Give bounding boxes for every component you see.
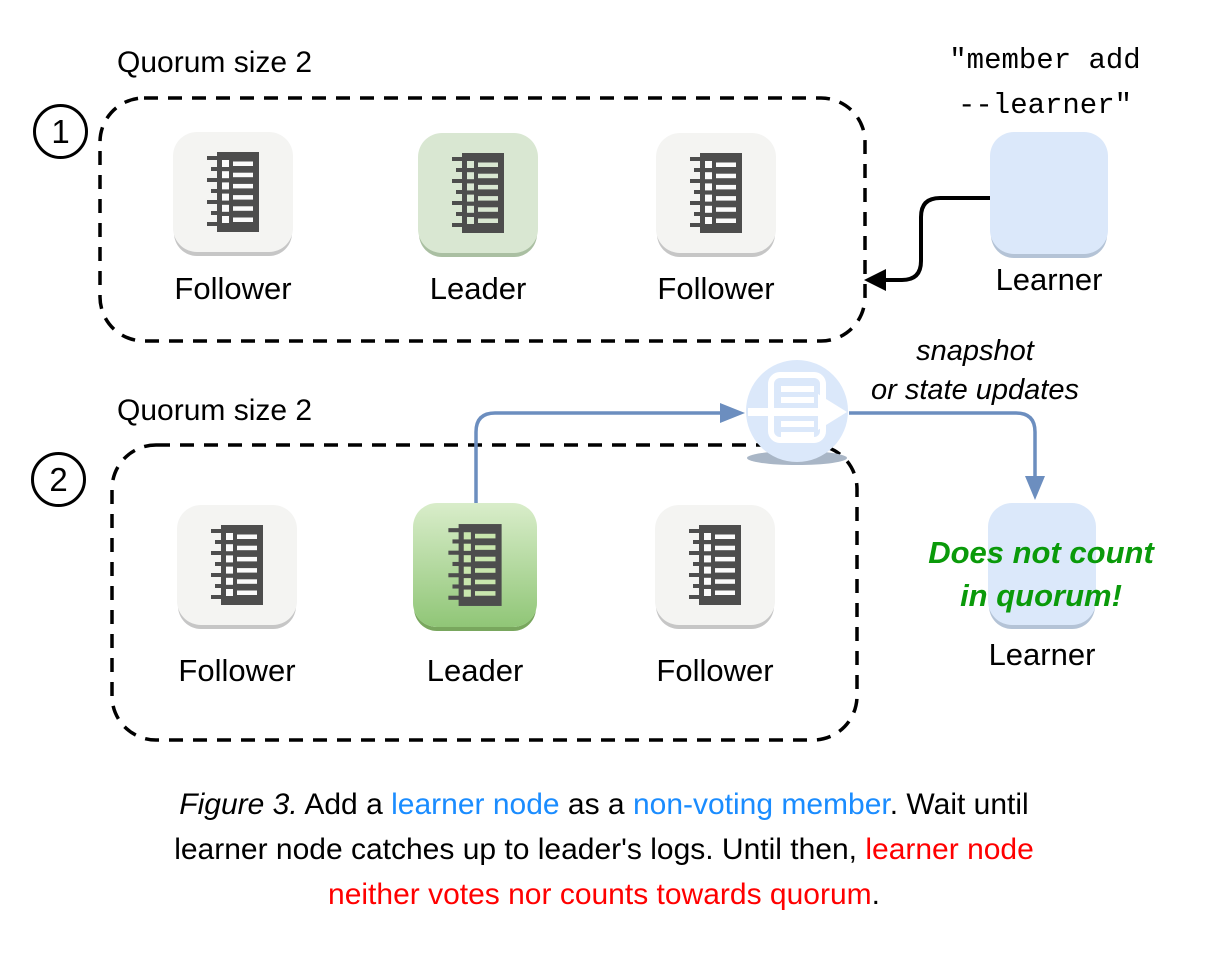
caption-highlight-blue: non-voting member (632, 788, 890, 821)
note-line-2: in quorum! (960, 578, 1122, 613)
leader-node (413, 503, 537, 627)
log-ledger-icon (690, 153, 742, 233)
quorum-size-label-2: Quorum size 2 (117, 394, 313, 427)
command-line-2: --learner" (957, 89, 1133, 122)
transfer-label-line-1: snapshot (916, 335, 1034, 367)
learner-label: Learner (995, 262, 1103, 297)
caption-text: Add a (297, 788, 392, 821)
follower-label: Follower (178, 653, 296, 688)
figure-caption: Figure 3. Add a learner node as a non-vo… (0, 782, 1208, 917)
does-not-count-note: Does not count in quorum! (905, 531, 1177, 617)
caption-highlight-red: neither votes nor counts towards quorum (328, 878, 872, 911)
note-line-1: Does not count (928, 535, 1154, 570)
caption-text: learner node catches up to leader's logs… (174, 833, 866, 866)
caption-line-3: neither votes nor counts towards quorum. (0, 872, 1208, 917)
follower-node (656, 133, 776, 253)
follower-node (177, 505, 297, 625)
caption-line-2: learner node catches up to leader's logs… (0, 827, 1208, 872)
leader-node (418, 133, 538, 253)
quorum-size-label-1: Quorum size 2 (117, 46, 313, 79)
follower-node (655, 505, 775, 625)
caption-highlight-red: learner node (865, 833, 1034, 866)
learner-label: Learner (988, 637, 1096, 672)
follower-node (173, 132, 293, 252)
log-ledger-icon (207, 152, 259, 232)
caption-text: . Wait until (889, 788, 1029, 821)
follower-label: Follower (656, 653, 774, 688)
caption-text: . (871, 878, 880, 911)
log-ledger-icon (452, 153, 504, 233)
member-add-command: "member add --learner" (880, 38, 1208, 128)
transfer-label-line-2: or state updates (871, 374, 1079, 406)
log-ledger-icon (211, 525, 263, 605)
leader-to-snapshot-connector (474, 403, 745, 504)
figure-number: Figure 3. (179, 788, 298, 821)
caption-line-1: Figure 3. Add a learner node as a non-vo… (0, 782, 1208, 827)
leader-label: Leader (426, 653, 524, 688)
learner-node (988, 503, 1096, 625)
caption-highlight-blue: learner node (391, 788, 560, 821)
command-line-1: "member add (949, 44, 1141, 77)
snapshot-to-learner-connector (849, 411, 1045, 500)
caption-text: as a (559, 788, 633, 821)
leader-label: Leader (429, 271, 527, 306)
follower-label: Follower (657, 271, 775, 306)
learner-node (990, 132, 1108, 254)
log-ledger-icon (448, 524, 502, 606)
step-2-badge: 2 (31, 452, 86, 507)
follower-label: Follower (174, 271, 292, 306)
step-1-badge: 1 (33, 104, 88, 159)
snapshot-transfer-label: snapshot or state updates (830, 332, 1120, 410)
log-ledger-icon (689, 525, 741, 605)
